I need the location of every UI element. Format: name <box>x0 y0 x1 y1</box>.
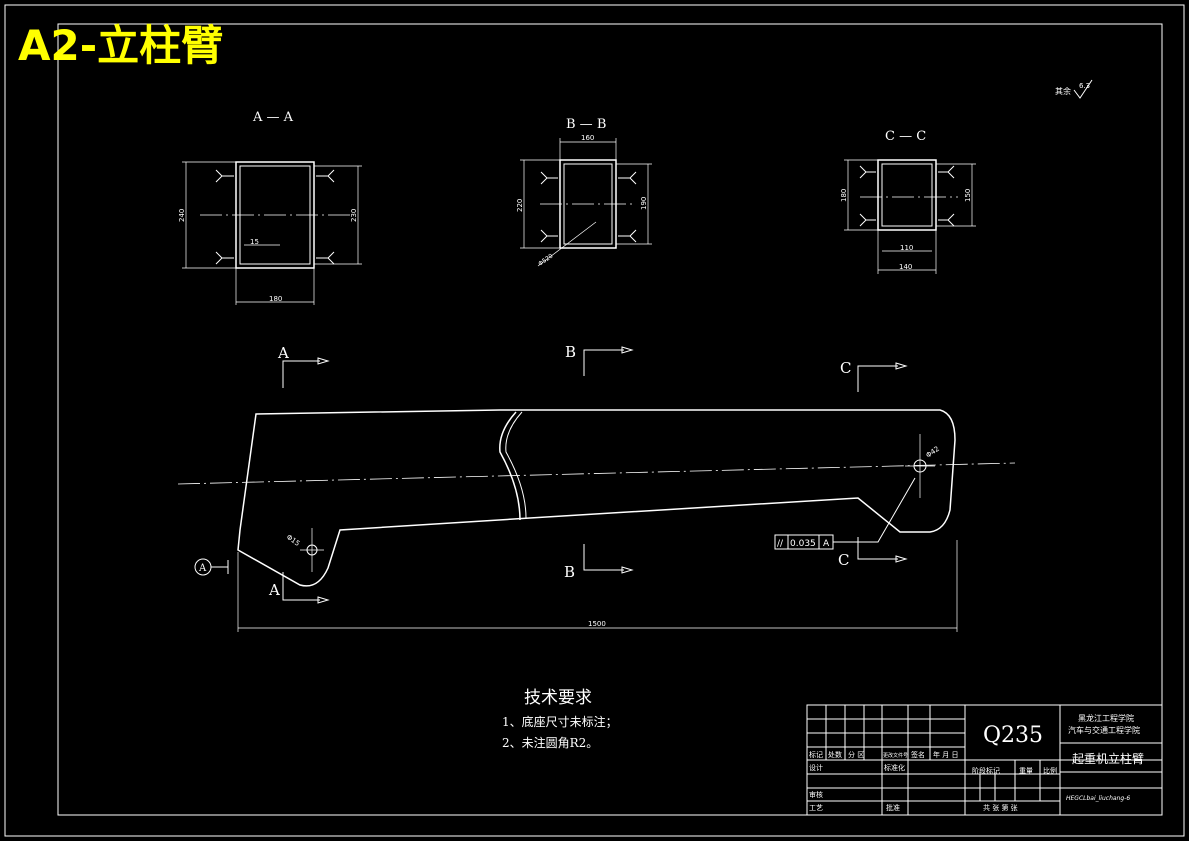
tb-process: 工艺 <box>809 804 823 812</box>
aa-dim-height-outer: 240 <box>178 209 186 222</box>
weld-symbol-icon <box>938 213 955 227</box>
tb-header-label: 签名 <box>911 750 925 759</box>
tb-weight: 重量 <box>1019 767 1033 775</box>
section-bb-label: B — B <box>566 117 606 132</box>
weld-symbol-icon <box>859 165 876 179</box>
marker-c-bottom: C <box>838 551 849 569</box>
tb-stage-mark: 阶段标记 <box>972 766 1000 775</box>
weld-symbol-icon <box>938 165 955 179</box>
tb-header-label: 标记 <box>809 750 823 759</box>
tb-standard: 标准化 <box>884 763 905 772</box>
tb-review: 审核 <box>809 790 823 799</box>
cc-dim-inner-width: 110 <box>900 244 913 252</box>
weld-symbol-icon <box>540 171 558 185</box>
aa-dim-thickness: 15 <box>250 238 259 246</box>
tb-material: Q235 <box>983 723 1043 748</box>
marker-a-bottom: A <box>268 581 280 599</box>
outer-border <box>4 4 1185 837</box>
tb-header-label: 更改文件号 <box>883 752 908 759</box>
weld-symbol-icon <box>316 169 335 183</box>
tech-req-title: 技术要求 <box>524 688 592 708</box>
bb-dim-height-left: 220 <box>516 199 524 212</box>
tolerance-datum: A <box>823 539 830 549</box>
marker-b-top: B <box>565 343 576 361</box>
aa-dim-width: 180 <box>269 295 282 303</box>
cc-dim-height-right: 150 <box>964 189 972 202</box>
inner-border <box>57 23 1163 816</box>
section-aa-label: A — A <box>252 110 294 125</box>
marker-b-bottom: B <box>564 563 575 581</box>
section-markers: A A B B C C <box>268 343 908 604</box>
main-view: Φ15 Φ42 1500 A // 0.035 A <box>177 409 1016 632</box>
section-aa: A — A 240 230 180 15 <box>178 110 362 305</box>
tb-drawing-number: HEGCLbai_liuchang-6 <box>1066 795 1130 802</box>
tb-approve: 批准 <box>886 803 900 812</box>
weld-symbol-icon <box>859 213 876 227</box>
tolerance-value: 0.035 <box>790 539 816 549</box>
dim-hole-left: Φ15 <box>285 533 301 548</box>
cc-dim-height-left: 180 <box>840 189 848 202</box>
marker-c-top: C <box>840 359 851 377</box>
cc-dim-width: 140 <box>899 263 912 271</box>
surface-note-label: 其余 <box>1055 86 1071 96</box>
tech-req-item: 1、底座尺寸未标注； <box>502 714 618 729</box>
sheet-title: A2-立柱臂 <box>18 21 223 70</box>
datum-label: A <box>198 563 207 574</box>
tb-part-name: 起重机立柱臂 <box>1072 751 1144 766</box>
tb-school-line2: 汽车与交通工程学院 <box>1068 725 1140 735</box>
tb-school-line1: 黑龙江工程学院 <box>1078 713 1134 723</box>
technical-requirements: 技术要求 1、底座尺寸未标注； 2、未注圆角R2。 <box>502 688 618 750</box>
tb-header-label: 处数 <box>828 750 842 759</box>
title-block: 标记 处数 分 区 更改文件号 签名 年 月 日 设计 标准化 审核 工艺 批准… <box>806 704 1163 816</box>
break-line <box>499 411 521 521</box>
section-cc: C — C 180 150 110 140 <box>840 129 976 274</box>
section-bb: B — B 160 220 190 Φ520 <box>516 117 652 268</box>
section-cc-label: C — C <box>885 129 926 144</box>
tb-scale: 比例 <box>1043 766 1057 775</box>
surface-note-value: 6.3 <box>1079 82 1090 90</box>
bb-dim-circle: Φ520 <box>537 253 554 268</box>
weld-symbol-icon <box>618 171 637 185</box>
marker-a-top: A <box>277 344 289 362</box>
tb-sheets: 共 张 第 张 <box>983 803 1018 812</box>
roughness-icon <box>1073 79 1093 99</box>
tb-designer: 设计 <box>809 763 823 772</box>
tb-header-label: 分 区 <box>848 750 864 759</box>
tech-req-item: 2、未注圆角R2。 <box>502 735 598 750</box>
dim-hole-right: Φ42 <box>925 445 941 460</box>
weld-symbol-icon <box>215 251 234 265</box>
tolerance-symbol: // <box>777 539 784 549</box>
weld-symbol-icon <box>316 251 335 265</box>
weld-symbol-icon <box>540 229 558 243</box>
dim-length: 1500 <box>588 620 606 628</box>
weld-symbol-icon <box>618 229 637 243</box>
arm-outline <box>237 409 956 587</box>
bb-dim-height-right: 190 <box>640 197 648 210</box>
weld-symbol-icon <box>215 169 234 183</box>
tb-header-label: 年 月 日 <box>933 750 958 759</box>
aa-dim-height-inner: 230 <box>350 209 358 222</box>
bb-dim-top: 160 <box>581 134 594 142</box>
section-cc-inner <box>881 163 933 227</box>
section-cc-outer <box>877 159 937 231</box>
